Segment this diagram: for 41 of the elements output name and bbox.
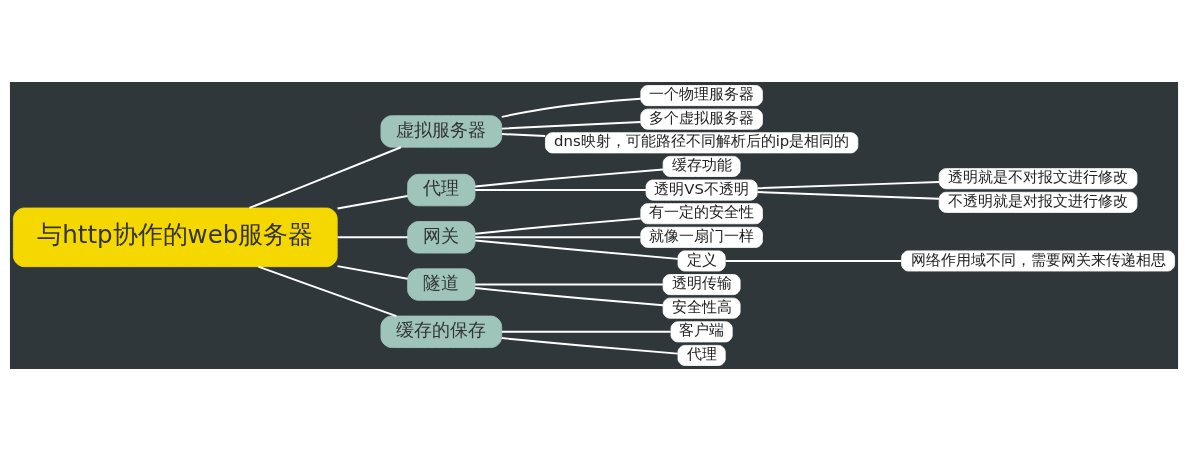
connector <box>336 235 409 238</box>
node-box: 安全性高 <box>662 297 741 319</box>
node-box: 不透明就是对报文进行修改 <box>938 191 1138 213</box>
node-box: 多个虚拟服务器 <box>640 108 763 130</box>
node-box: 定义 <box>677 249 726 271</box>
connector <box>474 235 642 238</box>
connector <box>474 167 665 188</box>
connector <box>474 188 647 191</box>
node-box: 网关 <box>407 220 476 253</box>
node-box: 透明就是不对报文进行修改 <box>938 167 1138 189</box>
connector <box>474 283 664 286</box>
connector <box>500 97 642 118</box>
node-box: 透明传输 <box>662 273 741 295</box>
node-box: 缓存功能 <box>662 155 741 177</box>
node-box: 网络作用域不同，需要网关来传递相思 <box>901 249 1175 271</box>
connector <box>500 120 642 130</box>
connector <box>474 286 665 306</box>
node-box: 就像一扇门一样 <box>640 226 763 248</box>
connector <box>500 330 672 333</box>
node-box: 有一定的安全性 <box>640 202 763 224</box>
node-box: 代理 <box>407 173 476 206</box>
connector <box>501 336 679 355</box>
node-box: 透明VS不透明 <box>645 179 758 201</box>
connector <box>474 238 679 260</box>
node-box: 一个物理服务器 <box>640 84 763 106</box>
connector <box>474 217 642 235</box>
connector <box>756 190 940 200</box>
node-box: 与http协作的web服务器 <box>13 207 338 267</box>
connector <box>257 265 398 317</box>
connector <box>248 145 402 209</box>
connector <box>756 180 940 189</box>
node-box: dns映射，可能路径不同解析后的ip是相同的 <box>545 131 859 153</box>
connector <box>500 132 547 137</box>
node-box: 虚拟服务器 <box>380 114 503 148</box>
connector <box>336 264 409 280</box>
node-box: 缓存的保存 <box>380 315 503 348</box>
node-box: 代理 <box>677 344 726 366</box>
node-box: 客户端 <box>670 320 733 342</box>
connector <box>724 259 903 262</box>
connector <box>336 194 409 209</box>
node-box: 隧道 <box>407 267 476 301</box>
